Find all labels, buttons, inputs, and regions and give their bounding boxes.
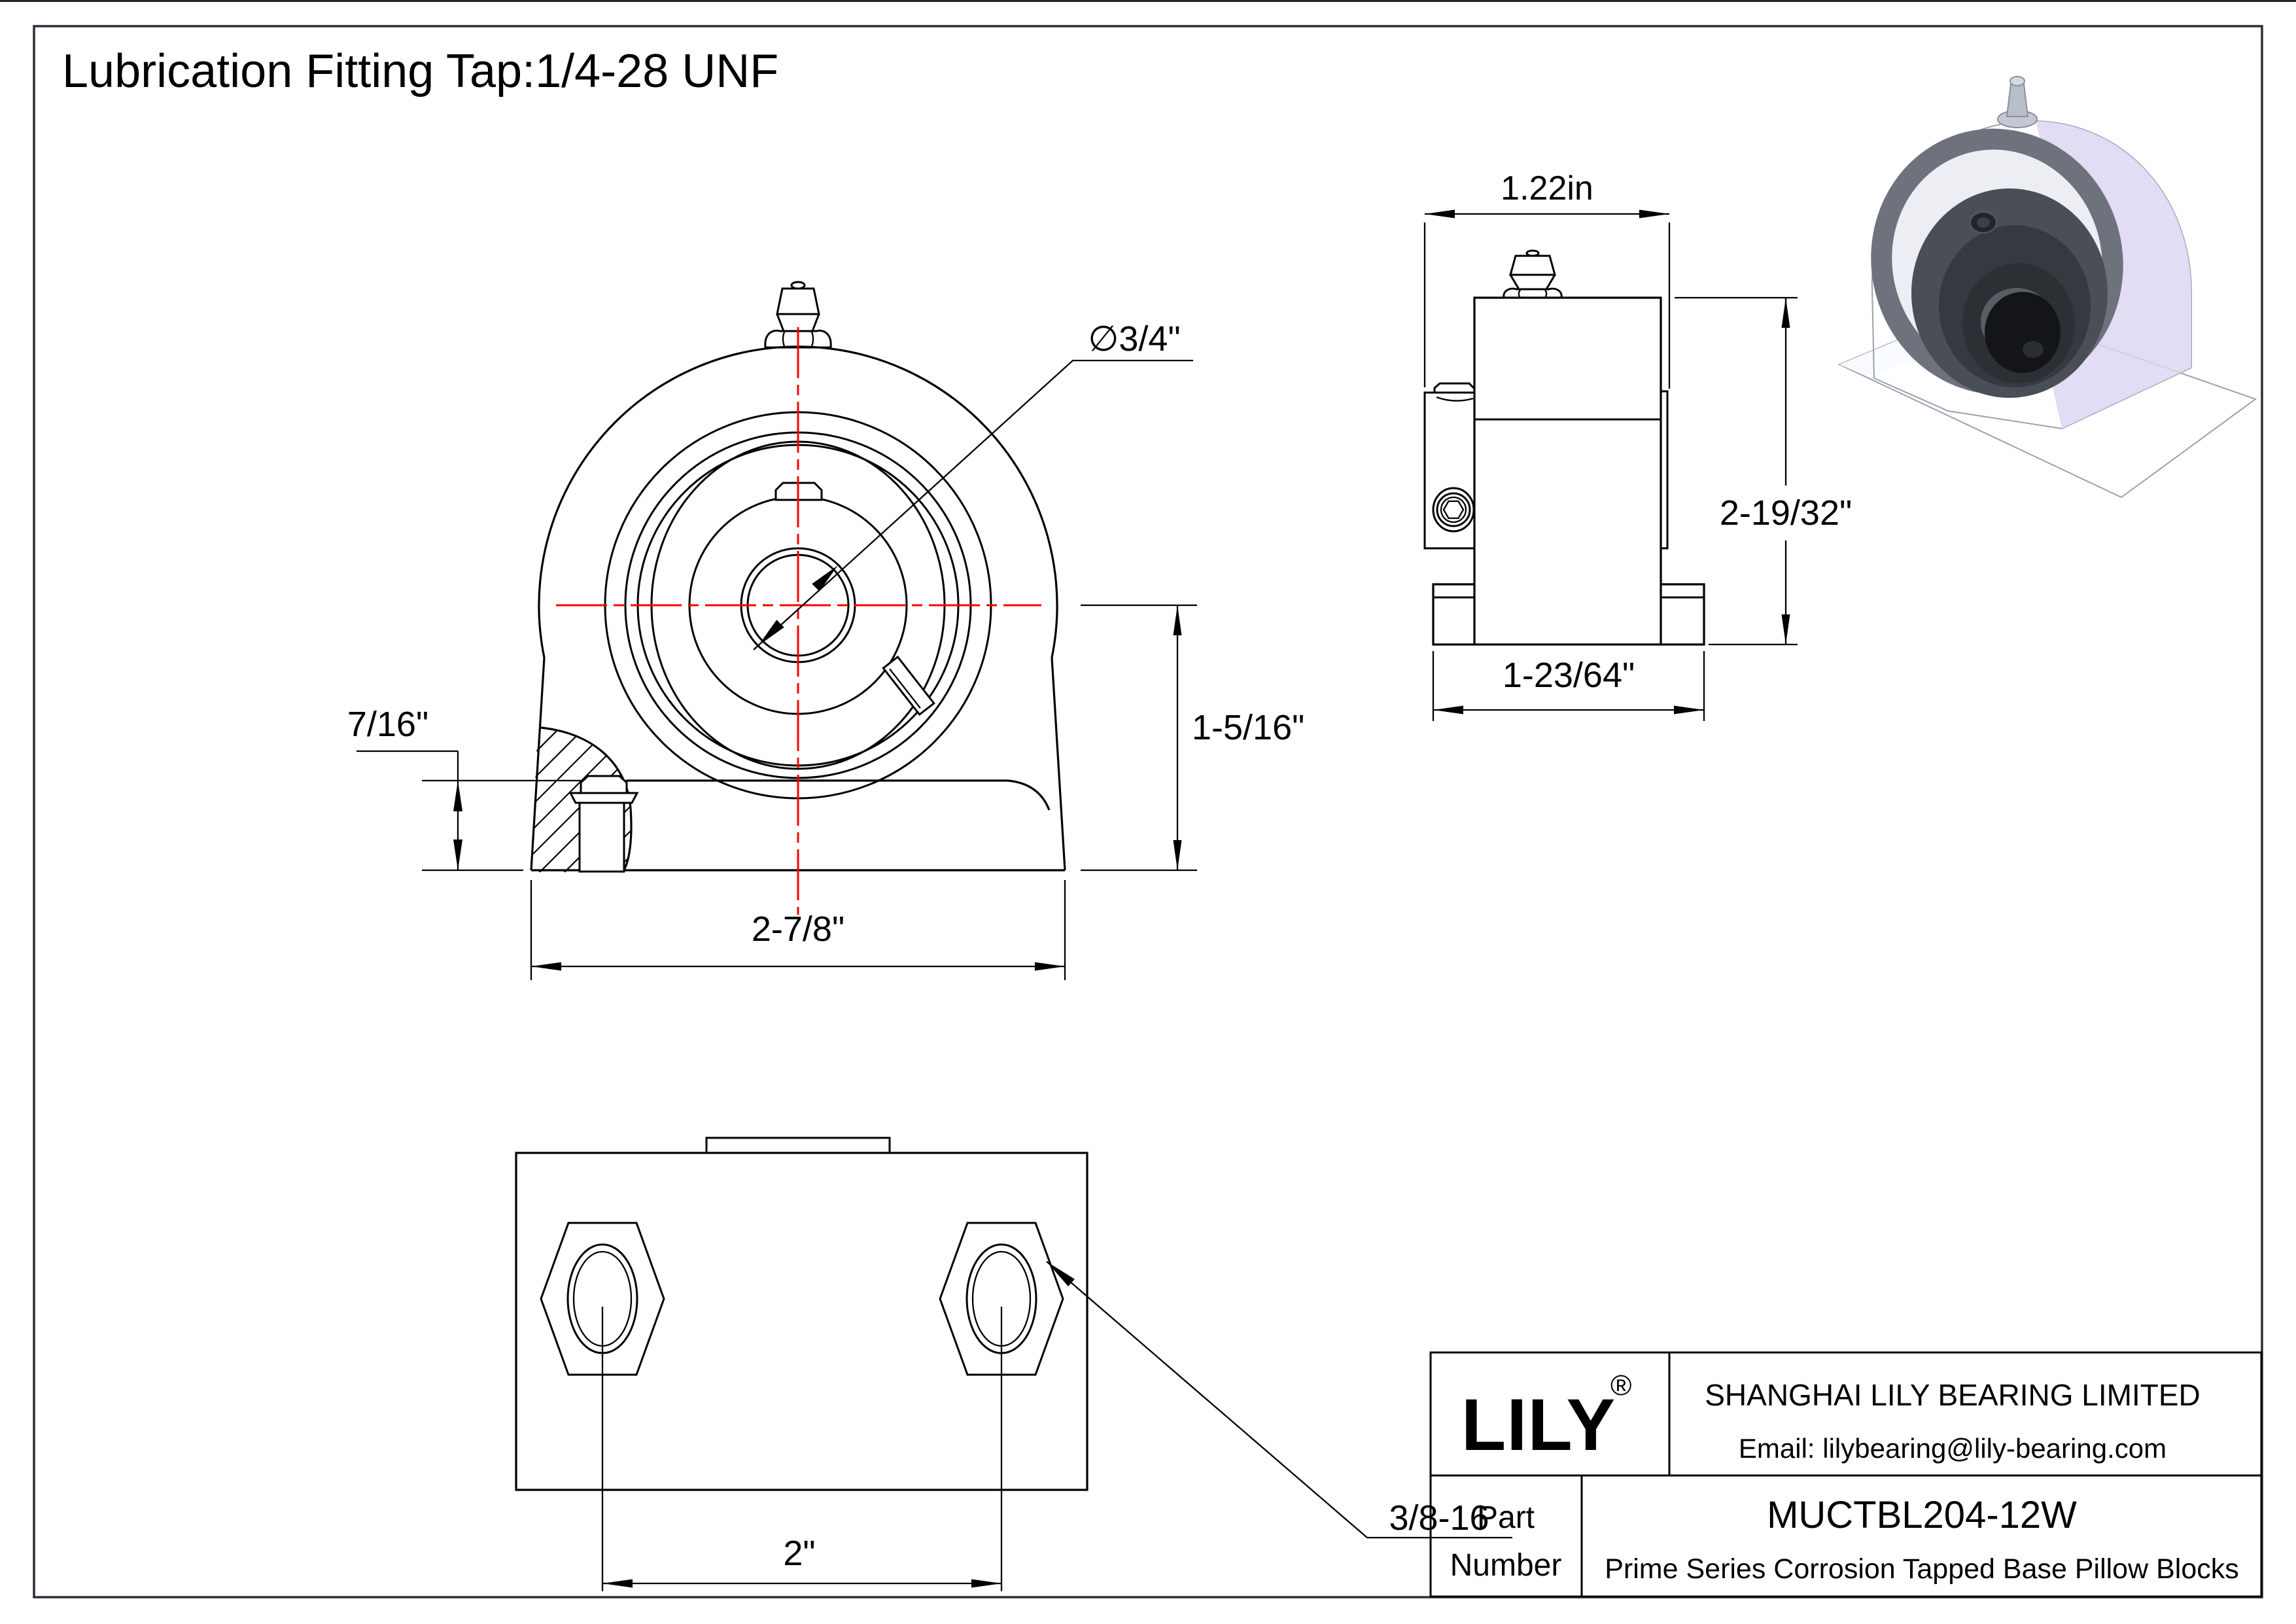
hole-spacing-label: 2" <box>783 1534 815 1573</box>
render-3d-preview <box>1837 76 2257 499</box>
base-step-label: 7/16" <box>347 705 428 744</box>
grease-fitting-side-icon <box>1503 249 1563 299</box>
center-height-label: 1-5/16" <box>1192 708 1304 747</box>
base-width-label: 2-7/8" <box>752 909 844 949</box>
drawing-border <box>33 25 2263 1598</box>
top-width-dimension: 1.22in <box>1423 169 1671 389</box>
hole-spacing-dimension: 2" <box>601 1307 1003 1591</box>
sheet-top-edge <box>0 0 2296 2</box>
center-height-dimension: 1-5/16" <box>1081 604 1304 872</box>
relube-tab <box>882 655 935 716</box>
top-width-label: 1.22in <box>1501 169 1593 207</box>
title-block: LILY ® SHANGHAI LILY BEARING LIMITED Ema… <box>1429 1351 2263 1598</box>
inner-ring-edge <box>1661 390 1669 550</box>
part-series-description: Prime Series Corrosion Tapped Base Pillo… <box>1605 1553 2239 1585</box>
base-width-dimension: 2-7/8" <box>530 880 1066 980</box>
sheet-title: Lubrication Fitting Tap:1/4-28 UNF <box>62 45 778 97</box>
company-logo: LILY <box>1461 1384 1616 1466</box>
part-number: MUCTBL204-12W <box>1767 1494 2077 1536</box>
thread-spec-leader: 3/8-16 <box>1046 1261 1512 1539</box>
base-step-dimension: 7/16" <box>347 705 523 872</box>
company-name: SHANGHAI LILY BEARING LIMITED <box>1705 1378 2200 1412</box>
part-label-line2: Number <box>1450 1548 1562 1583</box>
render-grease-fitting <box>1997 76 2038 128</box>
part-label-line1: Part <box>1477 1500 1535 1535</box>
overall-height-label: 2-19/32" <box>1720 493 1852 533</box>
bore-diameter-label: ∅3/4" <box>1088 319 1180 359</box>
bore-diameter-dimension: ∅3/4" <box>753 319 1193 650</box>
set-screw-side <box>1432 487 1475 533</box>
collar-side <box>1423 382 1476 550</box>
anchor-bolt-section <box>568 775 639 873</box>
base-depth-dimension: 1-23/64" <box>1432 651 1705 721</box>
overall-height-dimension: 2-19/32" <box>1675 296 1852 646</box>
render-bore <box>1985 292 2061 373</box>
base-depth-label: 1-23/64" <box>1503 656 1635 695</box>
company-email: Email: lilybearing@lily-bearing.com <box>1739 1433 2166 1464</box>
side-view: 1.22in 2-19/32" 1-23/64" <box>1423 169 1852 721</box>
bottom-view: 2" 3/8-16 <box>515 1137 1512 1591</box>
thread-spec-label: 3/8-16 <box>1389 1498 1489 1538</box>
registered-mark: ® <box>1610 1369 1631 1402</box>
front-view: ∅3/4" 1-5/16" 7/16" 2-7/8" <box>347 281 1304 980</box>
